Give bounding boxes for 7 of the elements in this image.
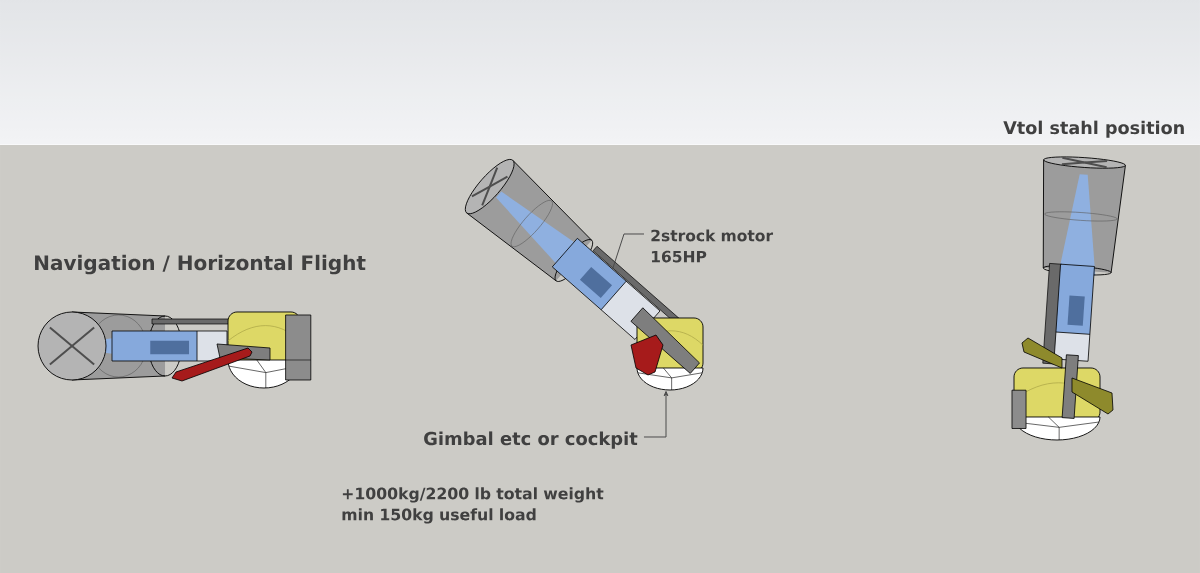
leader-line [612,233,645,270]
view-heading: Navigation / Horizontal Flight [35,254,366,275]
spec-note: +1000kg/2200 lb total weight min 150kg useful load [342,487,604,524]
callout-label: 2strock motor 165HP [651,229,773,263]
callout-label: Gimbal etc or cockpit [424,431,638,449]
view-heading: Vtol stahl position [1003,120,1184,138]
leader-line [643,390,669,438]
